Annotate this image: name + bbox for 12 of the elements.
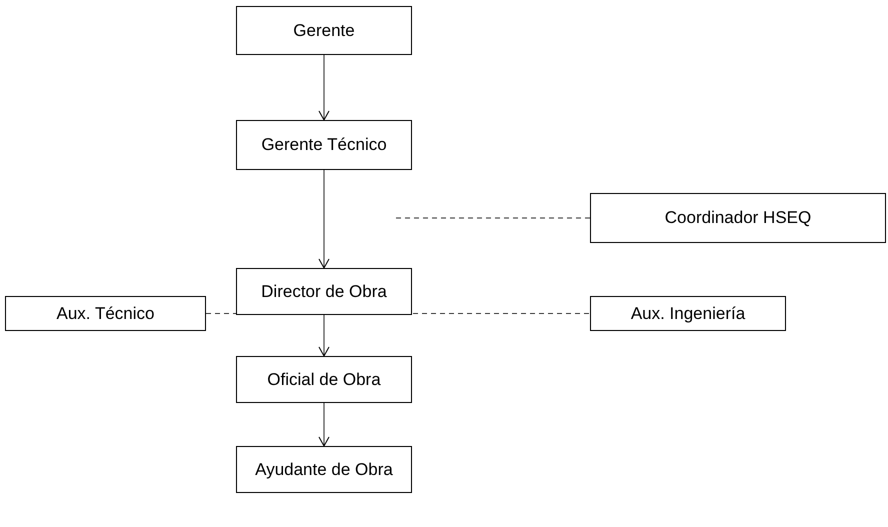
arrow xyxy=(318,54,330,120)
role-box: Director de Obra xyxy=(236,268,412,315)
role-box: Gerente Técnico xyxy=(236,120,412,170)
role-box: Aux. Técnico xyxy=(5,296,206,331)
arrow xyxy=(318,402,330,446)
role-box: Gerente xyxy=(236,6,412,55)
role-box: Coordinador HSEQ xyxy=(590,193,886,243)
arrow xyxy=(318,170,330,268)
role-box: Ayudante de Obra xyxy=(236,446,412,493)
arrow xyxy=(318,314,330,356)
role-box: Oficial de Obra xyxy=(236,356,412,403)
role-box: Aux. Ingeniería xyxy=(590,296,786,331)
